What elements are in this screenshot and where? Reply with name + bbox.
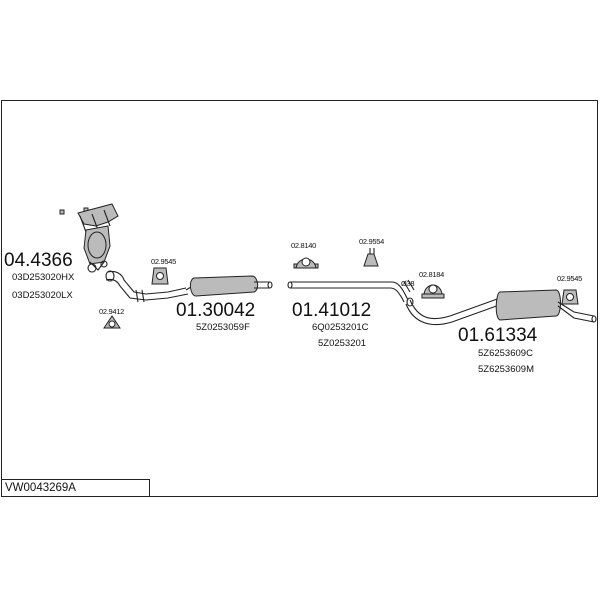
- hanger-02-8140-drawing: [293, 257, 319, 269]
- catalytic-converter-drawing: [59, 203, 119, 273]
- hanger-02-9545-left-drawing: [151, 267, 169, 285]
- hanger-label-02-9545-right: 02.9545: [557, 274, 582, 283]
- part-ref-catalyst-1: 03D253020HX: [12, 272, 75, 283]
- intermediate-pipe-drawing: [287, 279, 415, 303]
- diagram-frame: [1, 100, 598, 497]
- diagram-code: VW0043269A: [5, 482, 76, 494]
- hanger-02-8184-drawing: [421, 284, 445, 299]
- diagram-code-box: VW0043269A: [1, 479, 150, 497]
- hanger-label-02-9554: 02.9554: [359, 237, 384, 246]
- part-ref-catalyst-2: 03D253020LX: [12, 290, 73, 301]
- part-ref-middle-silencer-1: 5Z0253059F: [196, 322, 250, 333]
- rear-silencer-drawing: [405, 289, 597, 326]
- part-number-rear-silencer: 01.61334: [458, 325, 538, 346]
- hanger-label-02-8184: 02.8184: [419, 270, 444, 279]
- hanger-02-9545-right-drawing: [561, 289, 579, 305]
- diameter-label: Ø38: [401, 279, 414, 288]
- clamp-label-02-9412: 02.9412: [99, 307, 124, 316]
- front-pipe-drawing: [105, 270, 189, 303]
- part-ref-rear-silencer-2: 5Z6253609M: [478, 364, 534, 375]
- part-ref-intermediate-pipe-2: 5Z0253201: [318, 338, 366, 349]
- hanger-label-02-8140: 02.8140: [291, 241, 316, 250]
- clamp-02-9412-drawing: [103, 315, 121, 329]
- middle-silencer-drawing: [185, 275, 273, 297]
- hanger-label-02-9545-left: 02.9545: [151, 257, 176, 266]
- part-number-intermediate-pipe: 01.41012: [292, 300, 371, 321]
- part-number-catalyst: 04.4366: [4, 250, 73, 271]
- part-number-middle-silencer: 01.30042: [176, 300, 255, 321]
- part-ref-rear-silencer-1: 5Z6253609C: [478, 348, 533, 359]
- part-ref-intermediate-pipe-1: 6Q0253201C: [312, 322, 369, 333]
- hanger-02-9554-drawing: [363, 248, 379, 267]
